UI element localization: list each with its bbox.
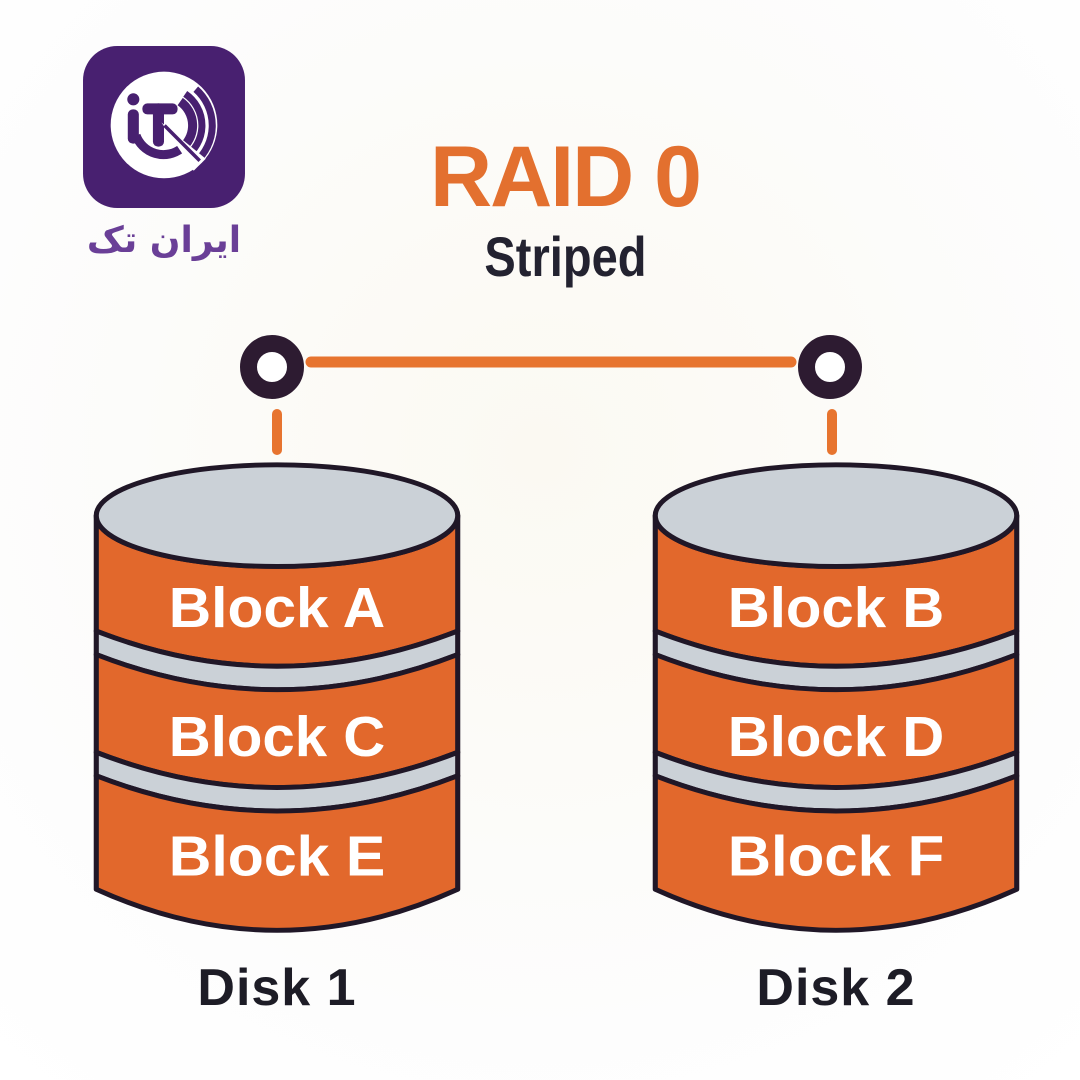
block-label: Block E bbox=[169, 826, 385, 889]
block-label: Block D bbox=[728, 706, 944, 769]
irantech-logo-icon bbox=[83, 46, 245, 208]
heading-block: RAID 0 Striped bbox=[50, 134, 1080, 286]
node-right-icon bbox=[798, 335, 862, 399]
block-label: Block B bbox=[728, 577, 944, 640]
page-subtitle: Striped bbox=[50, 228, 1080, 286]
disk-1: Block A Block C Block E Disk 1 bbox=[83, 455, 471, 1018]
block-label: Block C bbox=[169, 706, 385, 769]
disk-1-label: Disk 1 bbox=[197, 959, 357, 1017]
disk-1-cylinder-icon: Block A Block C Block E bbox=[93, 462, 461, 933]
disk-2-label: Disk 2 bbox=[756, 959, 916, 1017]
block-label: Block F bbox=[728, 826, 944, 889]
raid-connector bbox=[240, 335, 862, 455]
block-label: Block A bbox=[169, 577, 385, 640]
brand-name: ایران تک bbox=[86, 220, 242, 261]
brand-logo: ایران تک bbox=[64, 44, 264, 261]
subtitle-text: Striped bbox=[483, 225, 647, 288]
disk-2-cylinder-icon: Block B Block D Block F bbox=[652, 462, 1020, 933]
disk-2: Block B Block D Block F Disk 2 bbox=[642, 455, 1030, 1018]
page-title: RAID 0 bbox=[430, 129, 702, 225]
node-left-icon bbox=[240, 335, 304, 399]
